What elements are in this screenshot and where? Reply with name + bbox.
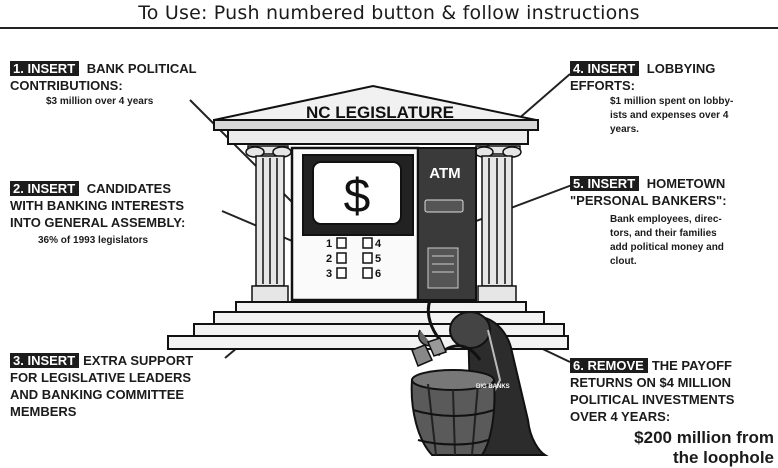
atm-button-1[interactable]: 1 (326, 238, 332, 250)
atm-button-2[interactable]: 2 (326, 253, 332, 265)
atm-button-5[interactable]: 5 (375, 253, 381, 265)
money-barrel (410, 369, 496, 456)
step-6-highlight: $200 million from the loophole (634, 428, 774, 467)
legislature-label: NC LEGISLATURE (306, 103, 454, 122)
step-5-detail: Bank employees, direc- tors, and their f… (610, 214, 724, 267)
atm-screen (312, 161, 402, 225)
step-1-badge: 1. INSERT (10, 61, 80, 76)
building-pediment: NC LEGISLATURE (213, 84, 539, 145)
header-bar: To Use: Push numbered button & follow in… (0, 0, 778, 29)
header-title: To Use: Push numbered button & follow in… (138, 2, 640, 24)
step-1: 1. INSERT BANK POLITICAL CONTRIBUTIONS: (10, 61, 197, 93)
step-4: 4. INSERT LOBBYING EFFORTS: (570, 61, 716, 93)
atm-button-6[interactable]: 6 (375, 268, 381, 280)
banker-arm (426, 299, 442, 341)
step-5: 5. INSERT HOMETOWN "PERSONAL BANKERS": (570, 176, 727, 208)
step-6-badge: 6. REMOVE (570, 358, 648, 373)
building-columns (245, 145, 522, 303)
step-4-detail: $1 million spent on lobby- ists and expe… (610, 96, 734, 135)
step-2-detail: 36% of 1993 legislators (38, 235, 149, 246)
step-2-badge: 2. INSERT (10, 181, 80, 196)
card-slot (424, 199, 464, 213)
money-bills (411, 344, 434, 367)
step-3-badge: 3. INSERT (10, 353, 80, 368)
atm-keypad: 1 2 3 4 5 6 (326, 237, 382, 280)
step-2: 2. INSERT CANDIDATES WITH BANKING INTERE… (10, 181, 186, 230)
svg-text:BIG BANKS: BIG BANKS (476, 384, 510, 390)
atm-button-4[interactable]: 4 (375, 238, 382, 250)
step-1-detail: $3 million over 4 years (46, 96, 154, 107)
dollar-sign: $ (344, 170, 371, 223)
banker-head (449, 311, 491, 349)
step-5-badge: 5. INSERT (570, 176, 640, 191)
atm-machine: ATM $ 1 2 3 4 5 6 (290, 146, 477, 302)
cash-slot (427, 247, 459, 289)
step-4-badge: 4. INSERT (570, 61, 640, 76)
atm-button-3[interactable]: 3 (326, 268, 332, 280)
atm-label: ATM (429, 165, 460, 182)
bag-label: BIG BANKS (476, 384, 510, 390)
